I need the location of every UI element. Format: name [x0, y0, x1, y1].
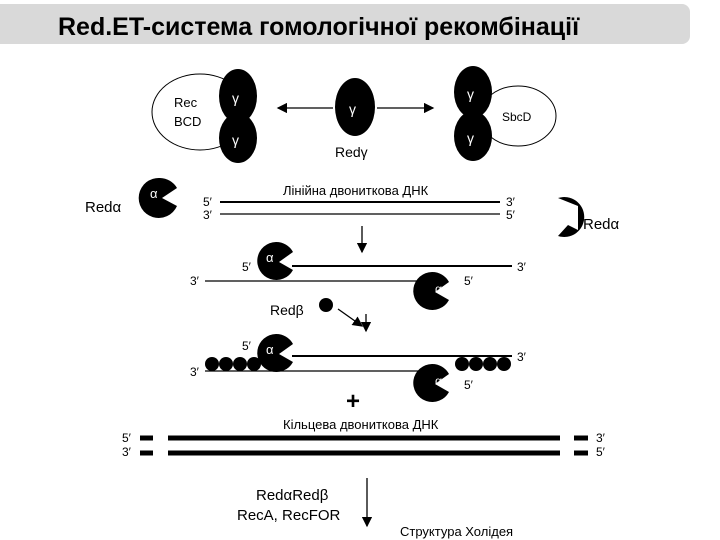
redbeta-protein [233, 357, 247, 371]
gamma-protein [219, 113, 257, 163]
end-label: 3′ [203, 208, 213, 222]
redalpha-protein [413, 271, 449, 310]
alpha-label: α [150, 186, 158, 201]
end-label: 3′ [506, 195, 516, 209]
end-label: 5′ [242, 260, 252, 274]
redalpha-protein [138, 177, 177, 218]
alpha-label: α [266, 342, 274, 357]
end-label: 5′ [464, 378, 474, 392]
end-label: 5′ [464, 274, 474, 288]
redalpha-protein [413, 363, 449, 402]
redgamma-label: Redγ [335, 144, 368, 160]
bottom-cutoff-text: Структура Холідея [400, 524, 513, 539]
recbcd-label-bcd: BCD [174, 114, 201, 129]
redalpha-protein [257, 333, 293, 372]
gamma-protein [454, 66, 492, 118]
end-label: 5′ [506, 208, 516, 222]
end-label: 3′ [190, 274, 200, 288]
gamma-protein [219, 69, 257, 123]
linear-dna-caption: Лінійна двониткова ДНК [283, 183, 429, 198]
end-label: 3′ [122, 445, 132, 459]
gamma-label: γ [349, 101, 356, 117]
circular-dna-caption: Кільцева двониткова ДНК [283, 417, 439, 432]
redalpha-label-right: Redα [583, 216, 620, 233]
redbeta-protein [247, 357, 261, 371]
end-label: 5′ [242, 339, 252, 353]
title-bar: Red.ET-система гомологічної рекомбінації [0, 4, 690, 44]
redbeta-protein [469, 357, 483, 371]
alpha-label: α [266, 250, 274, 265]
end-label: 5′ [122, 431, 132, 445]
gamma-label: γ [467, 86, 474, 102]
alpha-label: α [554, 211, 562, 226]
gamma-label: γ [467, 130, 474, 146]
redbeta-protein [219, 357, 233, 371]
bottom-label-line1: RedαRedβ [256, 487, 329, 504]
redalpha-protein [257, 241, 293, 280]
plus-sign: + [346, 388, 360, 415]
redalpha-protein [558, 197, 585, 238]
redbeta-protein [483, 357, 497, 371]
arrow-redbeta [337, 308, 364, 327]
end-label: 3′ [517, 260, 527, 274]
redbeta-protein [455, 357, 469, 371]
alpha-label: α [435, 374, 442, 388]
bottom-label-line2: RecA, RecFOR [237, 507, 341, 524]
recbcd-label-rec: Rec [174, 95, 198, 110]
redbeta-protein [497, 357, 511, 371]
gamma-label: γ [232, 132, 239, 148]
slide-title: Red.ET-система гомологічної рекомбінації [58, 13, 580, 41]
gamma-label: γ [232, 90, 239, 106]
redgamma-protein [335, 78, 375, 136]
end-label: 3′ [517, 350, 527, 364]
redalpha-label-left: Redα [85, 199, 122, 216]
redbeta-protein [319, 298, 333, 312]
alpha-label: α [435, 282, 442, 296]
sbcd-label: SbcD [502, 110, 532, 124]
end-label: 5′ [203, 195, 213, 209]
end-label: 5′ [596, 445, 606, 459]
gamma-protein [454, 111, 492, 161]
end-label: 3′ [190, 365, 200, 379]
redbeta-protein [205, 357, 219, 371]
end-label: 3′ [596, 431, 606, 445]
redbeta-label: Redβ [270, 302, 304, 318]
